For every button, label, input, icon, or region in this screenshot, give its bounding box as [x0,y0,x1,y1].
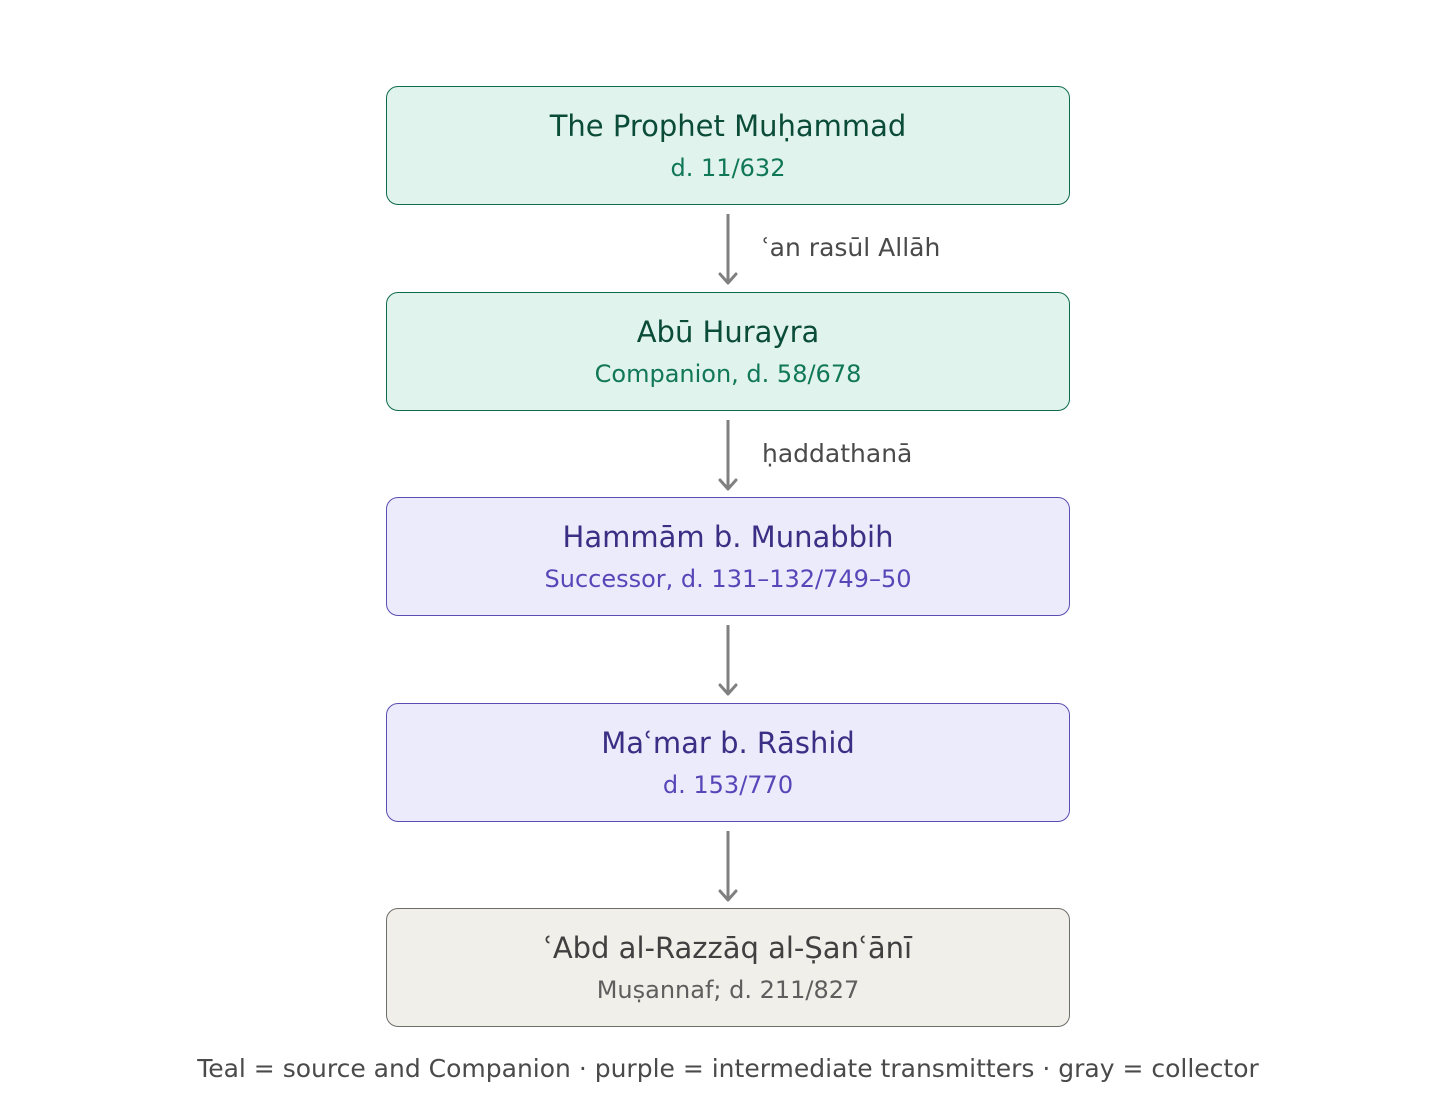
node-prophet-muhammad: The Prophet Muḥammad d. 11/632 [386,86,1070,205]
node-subtitle: Muṣannaf; d. 211/827 [596,976,860,1004]
node-name: Abū Hurayra [636,315,820,349]
arrow-down-icon [718,214,738,285]
node-name: ʿAbd al-Razzāq al-Ṣanʿānī [543,931,913,965]
arrow-down-icon [718,831,738,902]
arrow-down-icon [718,420,738,491]
edge-label-haddathana: ḥaddathanā [762,439,913,468]
edge-label-an-rasul-allah: ʿan rasūl Allāh [762,233,941,262]
arrow-down-icon [718,625,738,696]
node-subtitle: Companion, d. 58/678 [594,360,862,388]
node-abu-hurayra: Abū Hurayra Companion, d. 58/678 [386,292,1070,411]
node-subtitle: Successor, d. 131–132/749–50 [544,565,912,593]
node-name: Maʿmar b. Rāshid [601,726,855,760]
node-hammam-b-munabbih: Hammām b. Munabbih Successor, d. 131–132… [386,497,1070,616]
node-subtitle: d. 11/632 [670,154,786,182]
node-abd-al-razzaq: ʿAbd al-Razzāq al-Ṣanʿānī Muṣannaf; d. 2… [386,908,1070,1027]
node-mamar-b-rashid: Maʿmar b. Rāshid d. 153/770 [386,703,1070,822]
node-subtitle: d. 153/770 [662,771,794,799]
node-name: The Prophet Muḥammad [549,109,907,143]
legend-caption: Teal = source and Companion · purple = i… [197,1054,1259,1083]
node-name: Hammām b. Munabbih [562,520,894,554]
